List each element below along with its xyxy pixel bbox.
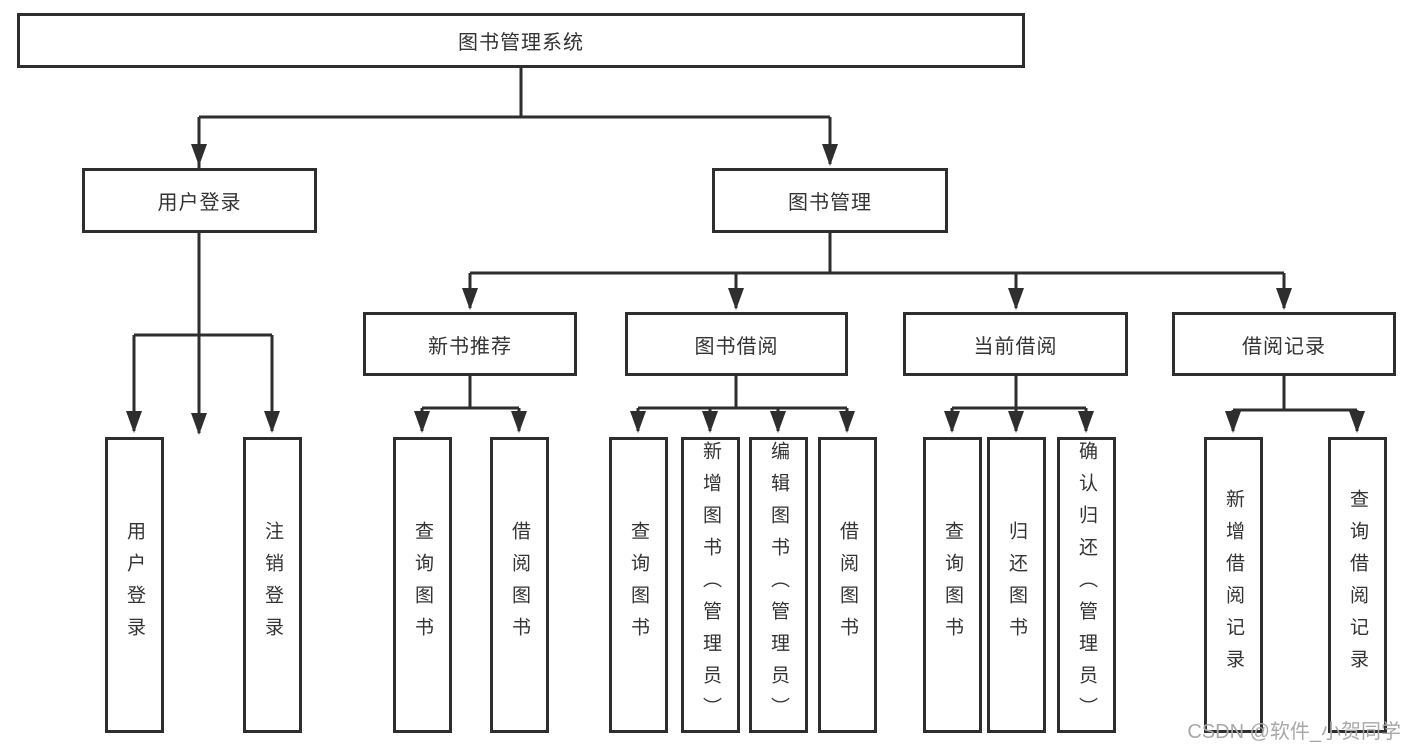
leaf-label: 查询图书	[628, 521, 649, 649]
leaf-search-books-recommend: 查询图书	[393, 437, 452, 733]
node-label: 当前借阅	[973, 335, 1058, 358]
node-borrow-records: 借阅记录	[1172, 312, 1396, 376]
node-library-management-system: 图书管理系统	[17, 13, 1025, 68]
node-label: 图书管理系统	[458, 32, 584, 54]
leaf-label: 查询图书	[942, 521, 963, 649]
leaf-label: 归还图书	[1006, 521, 1027, 649]
leaf-edit-books-admin: 编辑图书（管理员）	[749, 437, 808, 733]
node-label: 用户登录	[157, 192, 242, 214]
leaf-label: 借阅图书	[837, 521, 858, 649]
leaf-user-login: 用户登录	[105, 437, 164, 733]
leaf-borrow-books: 借阅图书	[818, 437, 877, 733]
leaf-label: 新增图书（管理员）	[700, 441, 721, 729]
leaf-label: 确认归还（管理员）	[1076, 441, 1097, 729]
node-new-book-recommend: 新书推荐	[363, 312, 577, 376]
node-label: 新书推荐	[428, 335, 512, 358]
leaf-label: 查询图书	[412, 521, 433, 649]
node-book-borrow: 图书借阅	[625, 312, 848, 376]
leaf-label: 用户登录	[124, 521, 145, 649]
leaf-search-books-current: 查询图书	[923, 437, 982, 733]
node-user-login: 用户登录	[82, 168, 317, 233]
node-label: 借阅记录	[1242, 335, 1326, 358]
leaf-search-books-borrow: 查询图书	[609, 437, 668, 733]
leaf-logout: 注销登录	[243, 437, 302, 733]
leaf-add-books-admin: 新增图书（管理员）	[681, 437, 740, 733]
leaf-confirm-return-admin: 确认归还（管理员）	[1057, 437, 1116, 733]
node-current-borrow: 当前借阅	[903, 312, 1128, 376]
leaf-label: 新增借阅记录	[1223, 489, 1244, 681]
node-label: 图书借阅	[694, 335, 779, 358]
leaf-label: 注销登录	[262, 521, 283, 649]
watermark: CSDN @软件_小贺同学	[1187, 721, 1401, 743]
leaf-label: 编辑图书（管理员）	[768, 441, 789, 729]
leaf-label: 查询借阅记录	[1347, 489, 1368, 681]
leaf-label: 借阅图书	[509, 521, 530, 649]
leaf-add-borrow-record: 新增借阅记录	[1204, 437, 1263, 733]
node-label: 图书管理	[788, 192, 872, 214]
leaf-return-books: 归还图书	[987, 437, 1046, 733]
leaf-borrow-books-recommend: 借阅图书	[490, 437, 549, 733]
node-book-management: 图书管理	[712, 168, 948, 233]
leaf-search-borrow-record: 查询借阅记录	[1328, 437, 1387, 733]
